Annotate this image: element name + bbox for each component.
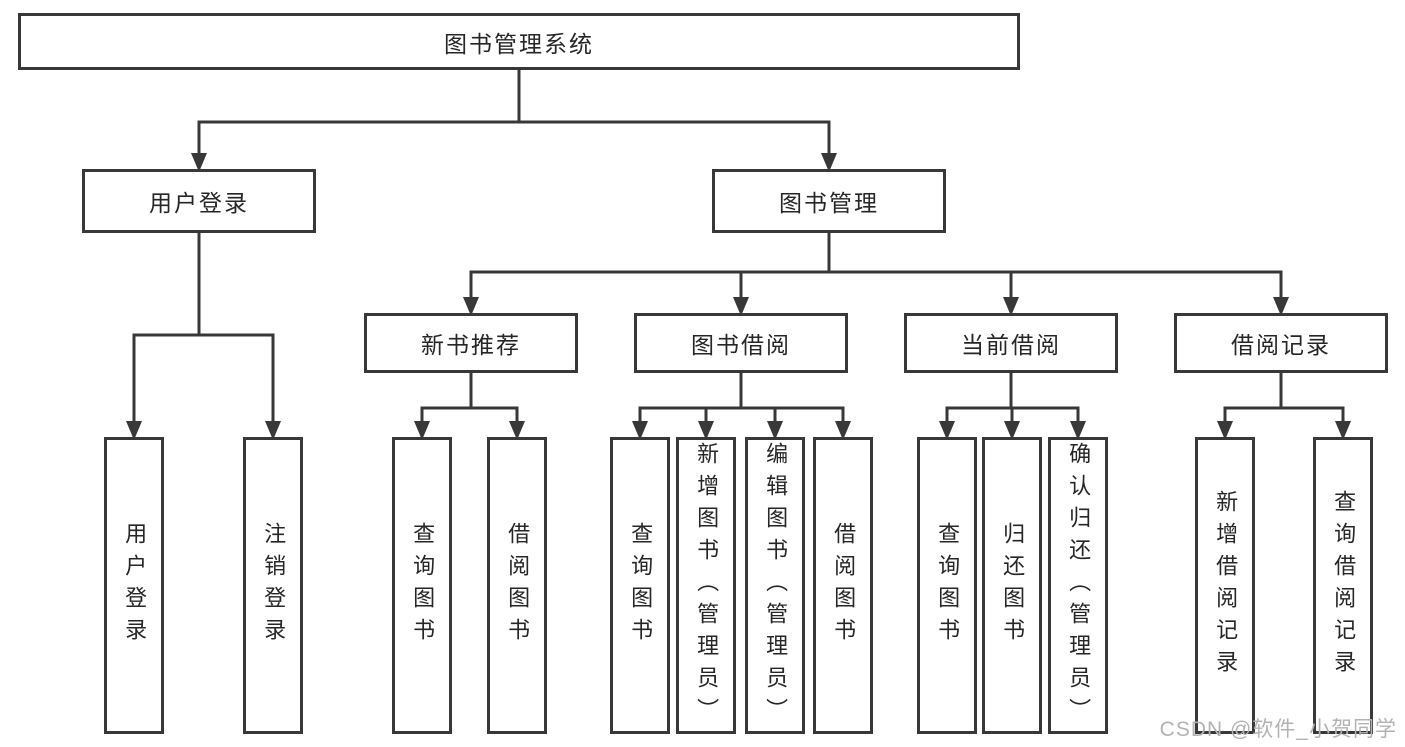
leaf-add-book-admin: 新增图书（管理员）: [676, 437, 736, 734]
leaf-user-login: 用户登录: [104, 437, 164, 734]
node-book-management: 图书管理: [712, 169, 946, 233]
node-borrowing-records: 借阅记录: [1174, 313, 1388, 373]
node-book-borrowing: 图书借阅: [634, 313, 848, 373]
leaf-query-books-current-label: 查询图书: [935, 521, 961, 650]
node-root-label: 图书管理系统: [444, 30, 594, 57]
leaf-borrow-books-recommend: 借阅图书: [487, 437, 547, 734]
node-book-management-label: 图书管理: [779, 190, 879, 216]
leaf-return-books: 归还图书: [982, 437, 1042, 734]
leaf-logout: 注销登录: [243, 437, 303, 734]
watermark: CSDN @软件_小贺同学: [1159, 718, 1397, 741]
leaf-user-login-label: 用户登录: [122, 521, 148, 650]
leaf-logout-label: 注销登录: [261, 521, 287, 650]
node-root: 图书管理系统: [18, 13, 1020, 70]
leaf-query-books-recommend-label: 查询图书: [410, 521, 436, 650]
leaf-edit-book-admin: 编辑图书（管理员）: [745, 437, 805, 734]
node-user-login: 用户登录: [82, 169, 316, 233]
leaf-add-borrow-record-label: 新增借阅记录: [1213, 489, 1239, 682]
leaf-query-books-borrowing: 查询图书: [610, 437, 670, 734]
leaf-borrow-books-recommend-label: 借阅图书: [505, 521, 531, 650]
node-current-borrowing-label: 当前借阅: [961, 332, 1061, 358]
node-current-borrowing: 当前借阅: [904, 313, 1118, 373]
leaf-query-books-recommend: 查询图书: [392, 437, 452, 734]
leaf-confirm-return-admin-label: 确认归还（管理员）: [1066, 441, 1092, 730]
node-book-borrowing-label: 图书借阅: [691, 332, 791, 358]
leaf-add-borrow-record: 新增借阅记录: [1195, 437, 1255, 734]
leaf-return-books-label: 归还图书: [1000, 521, 1026, 650]
leaf-query-borrow-record-label: 查询借阅记录: [1331, 489, 1357, 682]
leaf-edit-book-admin-label: 编辑图书（管理员）: [763, 441, 789, 730]
node-borrowing-records-label: 借阅记录: [1231, 332, 1331, 358]
node-new-book-recommendation-label: 新书推荐: [421, 332, 521, 358]
leaf-confirm-return-admin: 确认归还（管理员）: [1048, 437, 1108, 734]
node-new-book-recommendation: 新书推荐: [364, 313, 578, 373]
leaf-add-book-admin-label: 新增图书（管理员）: [694, 441, 720, 730]
leaf-query-books-current: 查询图书: [917, 437, 977, 734]
leaf-query-borrow-record: 查询借阅记录: [1313, 437, 1373, 734]
leaf-borrow-books-borrowing: 借阅图书: [813, 437, 873, 734]
leaf-borrow-books-borrowing-label: 借阅图书: [831, 521, 857, 650]
leaf-query-books-borrowing-label: 查询图书: [628, 521, 654, 650]
node-user-login-label: 用户登录: [149, 190, 249, 216]
